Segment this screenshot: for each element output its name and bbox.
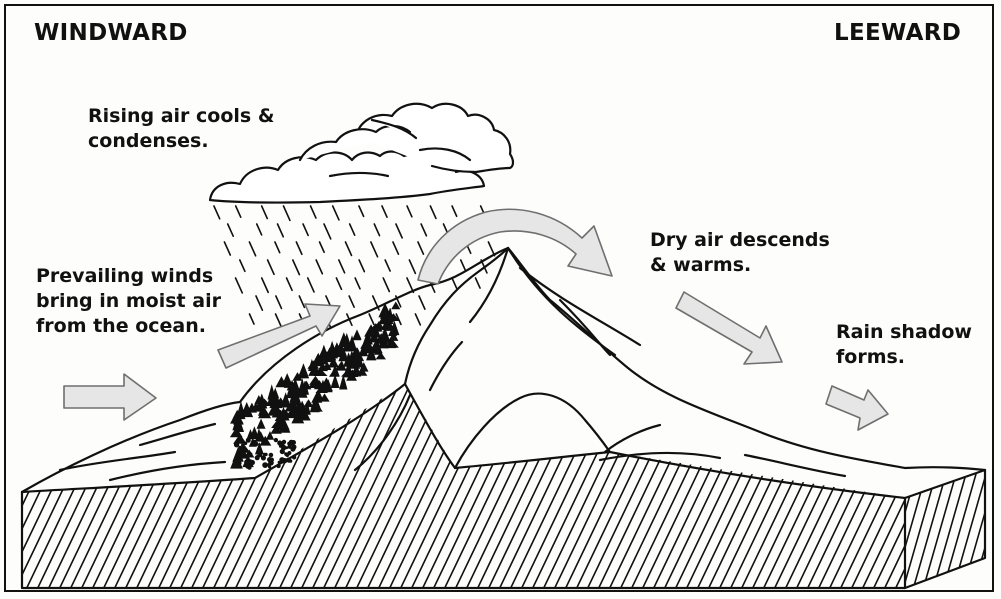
windward-label: WINDWARD bbox=[34, 20, 188, 46]
dry-air-label: Dry air descends & warms. bbox=[650, 228, 830, 278]
leeward-label: LEEWARD bbox=[834, 20, 961, 46]
prevailing-winds-label: Prevailing winds bring in moist air from… bbox=[36, 264, 221, 339]
rain-shadow-label: Rain shadow forms. bbox=[836, 320, 972, 370]
rising-air-label: Rising air cools & condenses. bbox=[88, 104, 274, 154]
